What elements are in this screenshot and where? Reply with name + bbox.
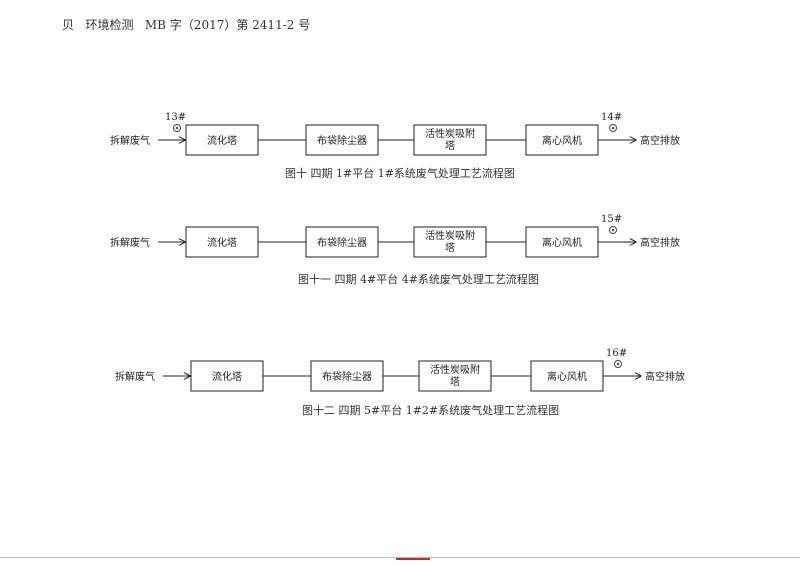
sampling-point-dot [175,126,179,130]
process-step-box [418,360,492,392]
source-label: 拆解废气 [110,134,150,147]
outlet-point-label: 14# [601,112,622,123]
process-step-label: 活性炭吸附塔 [425,229,475,254]
process-step-box [525,226,599,258]
process-step-label: 流化塔 [207,134,237,147]
process-step-box [305,226,379,258]
process-step-label: 活性炭吸附塔 [430,363,480,388]
process-step-label: 离心风机 [547,370,587,383]
outlet-point-label: 15# [601,214,622,225]
process-step-label: 流化塔 [212,370,242,383]
source-label: 拆解废气 [115,370,155,383]
sampling-point-dot [611,126,615,130]
process-step-label: 离心风机 [542,236,582,249]
process-step-box [310,360,384,392]
figure-caption: 图十 四期 1#平台 1#系统废气处理工艺流程图 [285,166,515,180]
output-label: 高空排放 [640,236,680,249]
source-label: 拆解废气 [110,236,150,249]
inlet-point-label: 13# [165,112,186,123]
process-step-label: 流化塔 [207,236,237,249]
sampling-point-dot [616,362,620,366]
process-step-label: 活性炭吸附塔 [425,127,475,152]
process-step-box [413,226,487,258]
process-step-box [530,360,604,392]
process-step-label: 离心风机 [542,134,582,147]
document-header: 贝 环境检测 MB 字（2017）第 2411-2 号 [62,18,311,32]
process-step-box [525,124,599,156]
sampling-point-dot [611,228,615,232]
process-step-label: 布袋除尘器 [322,370,372,383]
process-step-box [190,360,264,392]
process-step-box [413,124,487,156]
output-label: 高空排放 [640,134,680,147]
outlet-point-label: 16# [606,348,627,359]
process-step-label: 布袋除尘器 [317,236,367,249]
red-ink-mark [396,558,430,560]
process-step-label: 布袋除尘器 [317,134,367,147]
figure-caption: 图十二 四期 5#平台 1#2#系统废气处理工艺流程图 [302,403,559,417]
page-bottom-rule [0,557,800,558]
figure-caption: 图十一 四期 4#平台 4#系统废气处理工艺流程图 [298,272,539,286]
output-label: 高空排放 [645,370,685,383]
